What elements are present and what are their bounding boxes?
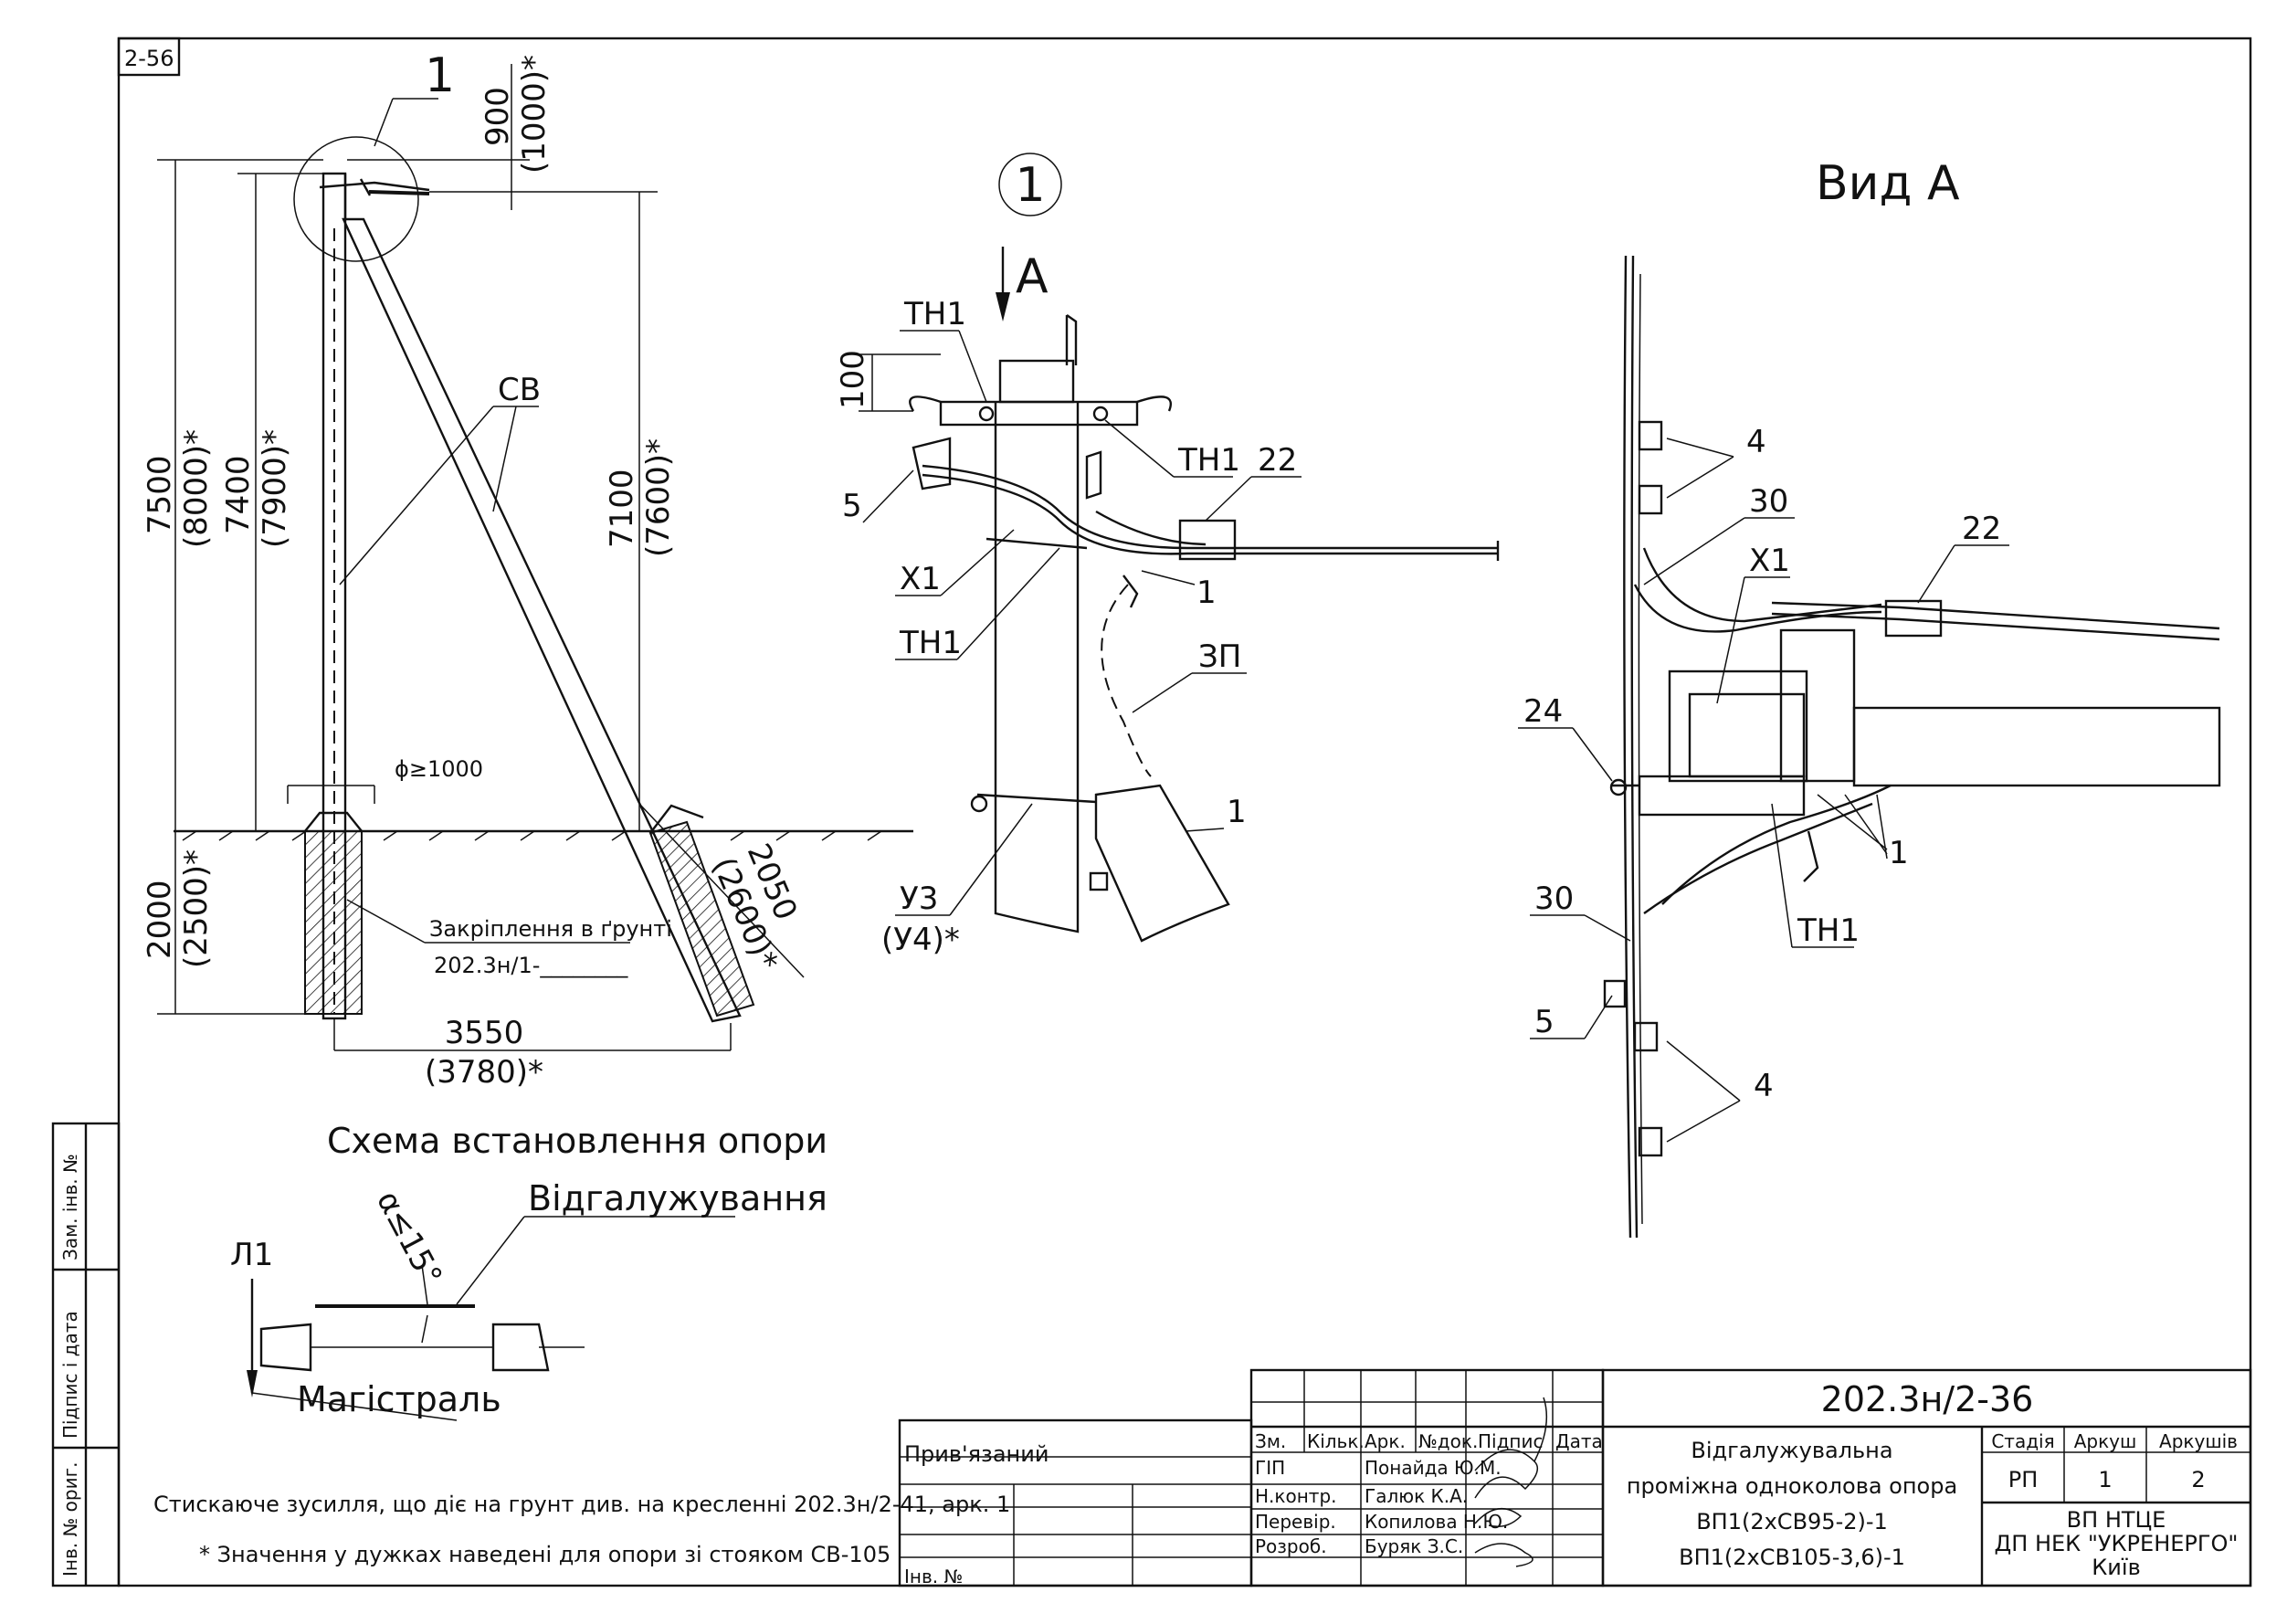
view-a-label-5: 5 <box>1534 1004 1555 1040</box>
pole-installation-view: 1 СВ 900 (1000)* <box>142 48 913 1161</box>
detail-label-1b: 1 <box>1227 794 1247 830</box>
detail-label-zp: ЗП <box>1198 638 1241 675</box>
tb-name-gip: Понайда Ю.М. <box>1365 1457 1502 1479</box>
detail-1-callout <box>998 153 1062 216</box>
installation-caption: Схема встановлення опори <box>327 1121 827 1161</box>
tb-drawing-number: 202.3н/2-36 <box>1821 1379 2034 1419</box>
detail-label-u3: У3 <box>900 881 938 917</box>
tb-role-nkontr: Н.контр. <box>1255 1485 1337 1507</box>
left-callout-1: 1 <box>425 48 455 103</box>
tb-name-nkontr: Галюк К.А. <box>1365 1485 1468 1507</box>
tb-sheets-header: Аркушів <box>2159 1430 2238 1452</box>
dim-top-gap: 900 <box>480 87 516 146</box>
dim-height-b-alt: (7900)* <box>257 429 293 548</box>
side-stamp-inv-orig: Інв. № ориг. <box>59 1462 81 1577</box>
detail-dim-100: 100 <box>835 350 871 409</box>
tb-org-line-3: Київ <box>2092 1555 2140 1580</box>
side-stamp-inv-zam: Зам. інв. № <box>59 1154 81 1260</box>
strut-body <box>342 217 742 1023</box>
dim-height-a-alt: (8000)* <box>178 429 215 548</box>
tb-role-perevir: Перевір. <box>1255 1511 1336 1533</box>
detail-label-th1-top: ТН1 <box>903 296 966 332</box>
detail-label-u4: (У4)* <box>881 922 960 958</box>
tb-title-line-4: ВП1(2хСВ105-3,6)-1 <box>1679 1545 1905 1570</box>
tb-attached: Прив'язаний <box>904 1441 1049 1467</box>
sheet-code-box <box>117 37 181 77</box>
title-block: Прив'язаний Інв. № Зм. Кільк. Арк. №док.… <box>898 1368 2252 1587</box>
label-main: Магістраль <box>297 1379 501 1419</box>
tb-title-line-1: Відгалужувальна <box>1691 1438 1892 1463</box>
tb-name-rozrob: Буряк З.С. <box>1365 1535 1463 1557</box>
tb-head-zm: Зм. <box>1255 1430 1286 1452</box>
dim-depth-alt: (2500)* <box>178 849 215 968</box>
view-a-label-4-low: 4 <box>1754 1068 1774 1104</box>
view-a-label-th1: ТН1 <box>1797 912 1860 949</box>
detail-1-number: 1 <box>1015 158 1045 213</box>
detail-label-1a: 1 <box>1196 575 1217 611</box>
dim-depth: 2000 <box>142 880 178 959</box>
view-a-title: Вид А <box>1816 156 1960 211</box>
dim-height-c: 7100 <box>604 469 640 548</box>
label-angle: α≤15° <box>369 1185 449 1292</box>
sheet-frame <box>117 37 2252 1587</box>
tb-head-sign: Підпис <box>1478 1430 1544 1452</box>
dim-height-a: 7500 <box>142 455 178 534</box>
tb-sheets: 2 <box>2191 1467 2205 1492</box>
tb-title-line-3: ВП1(2хСВ95-2)-1 <box>1696 1509 1888 1534</box>
tb-role-gip: ГІП <box>1255 1457 1285 1479</box>
tb-stage: РП <box>2008 1467 2039 1492</box>
sheet-code: 2-56 <box>124 46 174 71</box>
strut-foundation <box>648 820 755 1018</box>
tb-head-doc: №док. <box>1418 1430 1478 1452</box>
view-a-label-24: 24 <box>1523 693 1563 730</box>
dim-pit: ϕ≥1000 <box>395 756 483 782</box>
dim-base-alt: (3780)* <box>425 1054 543 1091</box>
anchor-note: Закріплення в ґрунті <box>429 916 672 942</box>
tb-stage-header: Стадія <box>1991 1430 2054 1452</box>
view-a-label-22: 22 <box>1962 511 2001 547</box>
tb-head-kilk: Кільк. <box>1307 1430 1365 1452</box>
dim-base: 3550 <box>445 1015 524 1051</box>
anchor-ref: 202.3н/1-________ <box>434 953 628 978</box>
note-2: * Значення у дужках наведені для опори з… <box>199 1542 891 1567</box>
detail-1-view: 1 А 100 <box>835 153 1500 958</box>
tb-head-ark: Арк. <box>1365 1430 1406 1452</box>
view-a: Вид А 4 30 Х1 22 <box>1518 156 2221 1239</box>
tb-title-line-2: проміжна одноколова опора <box>1627 1473 1957 1499</box>
view-a-label-x1: Х1 <box>1749 543 1790 579</box>
dim-height-b: 7400 <box>220 455 257 534</box>
detail-label-22: 22 <box>1258 442 1297 479</box>
label-branch: Відгалужування <box>528 1178 827 1218</box>
view-a-label-30-top: 30 <box>1749 483 1788 520</box>
tb-inv-no: Інв. № <box>904 1566 963 1587</box>
label-l1: Л1 <box>230 1237 273 1273</box>
tb-org-line-2: ДП НЕК "УКРЕНЕРГО" <box>1995 1531 2239 1556</box>
tb-head-date: Дата <box>1555 1430 1603 1452</box>
signatures <box>1474 1397 1548 1567</box>
tb-org-line-1: ВП НТЦЕ <box>2067 1507 2166 1533</box>
detail-label-x1: Х1 <box>900 561 941 597</box>
note-1: Стискаюче зусилля, що діє на грунт див. … <box>153 1492 1010 1517</box>
detail-label-th1-low: ТН1 <box>899 625 962 661</box>
tb-role-rozrob: Розроб. <box>1255 1535 1327 1557</box>
detail-label-5: 5 <box>842 488 862 524</box>
label-sv: СВ <box>498 372 541 408</box>
dim-top-gap-alt: (1000)* <box>516 55 553 174</box>
side-stamp: Зам. інв. № Підпис і дата Інв. № ориг. <box>51 1122 121 1587</box>
detail-arrow-a: А <box>1016 249 1049 304</box>
detail-label-th1-right: ТН1 <box>1177 442 1240 479</box>
side-stamp-sign-date: Підпис і дата <box>59 1311 81 1439</box>
view-a-label-4-top: 4 <box>1746 424 1766 460</box>
branch-scheme: Л1 α≤15° Відгалужування Магістраль <box>230 1178 827 1421</box>
detail-callout-circle <box>293 136 419 262</box>
view-a-label-30-low: 30 <box>1534 881 1574 917</box>
view-a-main-wire <box>1623 255 1632 1239</box>
detail-pole <box>994 402 1080 933</box>
tb-sheet-header: Аркуш <box>2074 1430 2137 1452</box>
tb-sheet: 1 <box>2098 1467 2112 1492</box>
dim-height-c-alt: (7600)* <box>640 438 677 557</box>
view-a-label-1: 1 <box>1889 835 1909 871</box>
